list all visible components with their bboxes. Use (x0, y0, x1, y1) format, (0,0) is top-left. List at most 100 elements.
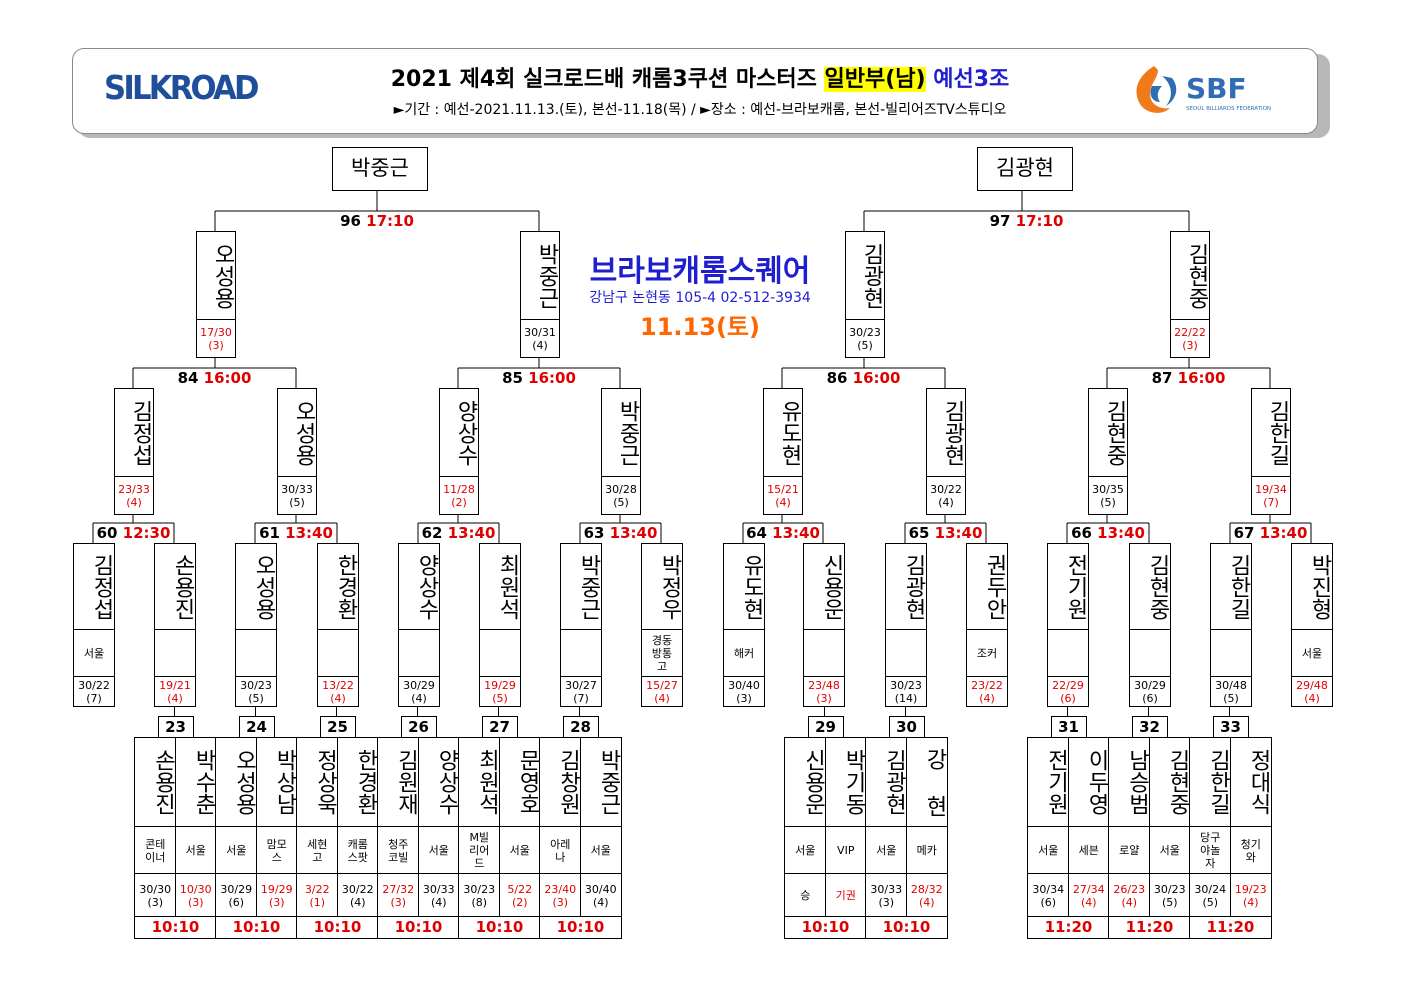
player-name: 최원석 (495, 553, 520, 620)
player-name: 한경환 (353, 749, 378, 815)
match-time: 16:00 (203, 369, 252, 387)
match-number: 64 (746, 524, 767, 542)
match-label: 97 17:10 (977, 212, 1077, 230)
venue-date: 11.13(토) (640, 313, 760, 341)
player-name: 권두안 (982, 553, 1007, 620)
prelim-time: 10:10 (865, 916, 948, 939)
player-club: 맘모 스 (256, 826, 297, 874)
player-club: 서울 (785, 826, 826, 874)
player-club: 경동 방통 고 (642, 629, 682, 677)
match-time: 12:30 (122, 524, 171, 542)
player-score: 30/22 (4) (337, 873, 378, 917)
player-club (318, 629, 358, 677)
player-name: 오성용 (210, 242, 235, 309)
match-number: 84 (177, 369, 199, 387)
match-number-box: 25 (319, 716, 356, 738)
player-club: 서울 (499, 826, 540, 874)
player-name: 정대식 (1246, 749, 1271, 815)
player-score: 30/34 (6) (1028, 873, 1069, 917)
player-score: 30/35 (5) (1089, 476, 1127, 515)
player-club: 서울 (216, 826, 257, 874)
player-club (1048, 629, 1088, 677)
player-club: 메카 (906, 826, 947, 874)
match-number: 61 (259, 524, 280, 542)
match-time: 13:40 (1259, 524, 1308, 542)
player-club: 서울 (1149, 826, 1190, 874)
match-number: 65 (908, 524, 930, 542)
player-club (886, 629, 926, 677)
player-box: 오성용 30/33 (5) (277, 388, 317, 515)
player-club: 세븐 (1068, 826, 1109, 874)
page-title: 2021 제4회 실크로드배 캐롬3쿠션 마스터즈 일반부(남) 예선3조 (320, 61, 1080, 93)
match-number-box: 31 (1050, 716, 1087, 738)
player-name: 김한길 (1265, 399, 1290, 466)
prelim-time: 11:20 (1108, 916, 1191, 939)
player-name: 박중근 (596, 749, 621, 815)
player-score: 30/48 (5) (1211, 676, 1251, 707)
header-banner (72, 48, 1318, 134)
player-score: 30/24 (5) (1190, 873, 1231, 917)
player-club: 서울 (580, 826, 621, 874)
player-club: 조커 (967, 629, 1007, 677)
player-score: 19/21 (4) (155, 676, 195, 707)
match-time: 13:40 (447, 524, 496, 542)
match-time: 17:10 (1015, 212, 1064, 230)
player-name: 박기동 (841, 749, 866, 815)
player-name: 정상욱 (312, 749, 338, 815)
match-number: 96 (340, 212, 361, 230)
player-club (155, 629, 195, 677)
player-score: 19/23 (4) (1230, 873, 1271, 917)
player-club (480, 629, 520, 677)
match-time: 13:40 (285, 524, 333, 542)
player-name: 김현중 (1102, 399, 1127, 466)
player-name: 김현중 (1184, 242, 1209, 309)
player-score: 승 (785, 873, 826, 917)
player-score: 26/23 (4) (1109, 873, 1150, 917)
match-number-box: 23 (157, 716, 194, 738)
player-name: 손용진 (150, 749, 176, 815)
match-number: 62 (421, 524, 443, 542)
prelim-time: 10:10 (539, 916, 622, 939)
player-name: 이두영 (1084, 749, 1109, 815)
player-score: 30/23 (5) (846, 319, 884, 358)
match-number: 63 (583, 524, 605, 542)
player-name: 김원재 (393, 749, 419, 815)
player-name: 남승범 (1124, 749, 1150, 815)
player-score: 30/40 (4) (580, 873, 621, 917)
player-name: 강 현 (922, 747, 947, 817)
player-score: 22/22 (3) (1171, 319, 1209, 358)
player-score: 30/33 (5) (278, 476, 316, 515)
match-time: 13:40 (1097, 524, 1145, 542)
player-score: 30/29 (4) (399, 676, 439, 707)
match-time: 16:00 (852, 369, 901, 387)
player-name: 박진형 (1307, 553, 1332, 620)
player-score: 30/22 (7) (74, 676, 114, 707)
player-name: 김정섭 (128, 399, 153, 466)
player-club: 당구 야놀 자 (1190, 826, 1231, 874)
player-club: 서울 (1028, 826, 1069, 874)
player-name: 김광현 (859, 242, 884, 309)
match-label: 64 13:40 (733, 524, 833, 542)
sbf-logo-text: SBF (1186, 72, 1247, 105)
match-label: 63 13:40 (571, 524, 671, 542)
player-score: 15/21 (4) (764, 476, 802, 515)
player-name: 김광현 (940, 399, 965, 466)
match-number: 67 (1233, 524, 1255, 542)
player-box: 김광현 30/23 (5) (845, 231, 885, 358)
player-score: 30/29 (6) (216, 873, 257, 917)
match-number-box: 24 (238, 716, 275, 738)
player-name: 오성용 (291, 399, 316, 466)
